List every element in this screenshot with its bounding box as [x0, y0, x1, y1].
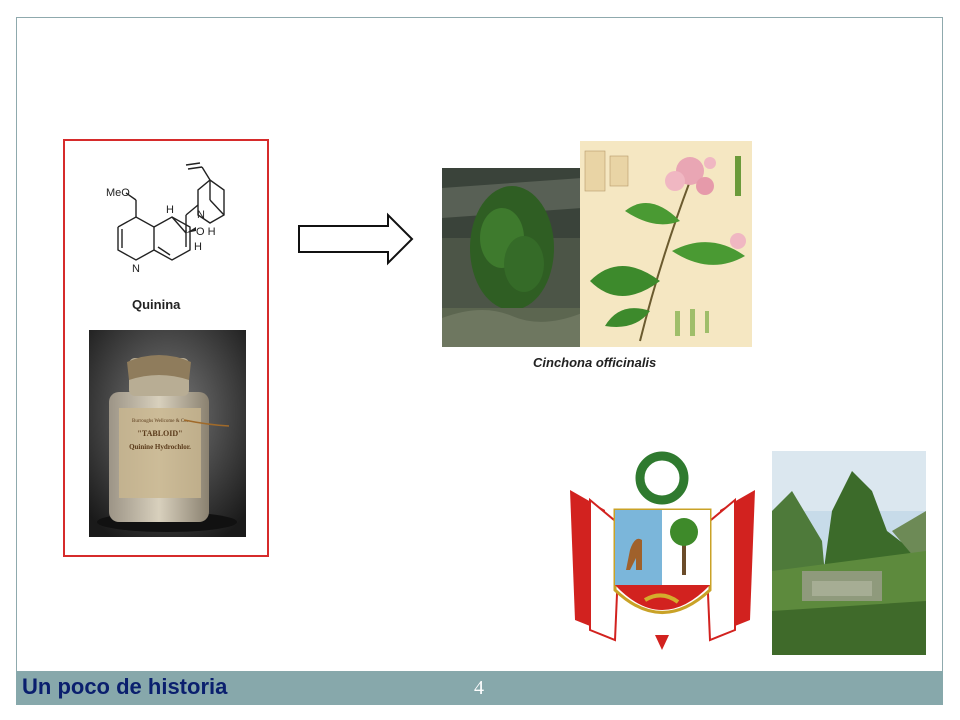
- quinina-label: Quinina: [132, 297, 181, 312]
- molecule-n-ring-label: N: [132, 263, 140, 275]
- molecule-n-bridge-label: N: [197, 209, 205, 221]
- quinine-structure: MeO N H O H H N: [106, 162, 225, 275]
- right-arrow-icon: [298, 212, 414, 266]
- quinine-bottle-photo: Burroughs Wellcome & Co. "TABLOID" Quini…: [89, 330, 246, 537]
- molecule-h-top-label: H: [166, 204, 174, 216]
- slide-title: Un poco de historia: [22, 674, 228, 699]
- cinchona-botanical-illustration: [580, 141, 752, 347]
- bottle-label-line1: Burroughs Wellcome & Co.: [132, 419, 188, 424]
- bottle-label-line2: "TABLOID": [137, 429, 182, 438]
- cinchona-tree-photo: [442, 168, 582, 347]
- bottle-label-line3: Quinine Hydrochlor.: [129, 443, 191, 451]
- page-number: 4: [474, 677, 484, 699]
- molecule-h-bottom-label: H: [194, 241, 202, 253]
- molecule-methoxy-label: MeO: [106, 187, 130, 199]
- cinchona-label: Cinchona officinalis: [533, 355, 657, 370]
- footer-bar: [16, 671, 943, 705]
- machu-picchu-photo: [772, 451, 926, 655]
- quinine-panel: [63, 139, 269, 557]
- peru-coat-of-arms: [560, 450, 765, 655]
- molecule-oh-label: O H: [196, 226, 216, 238]
